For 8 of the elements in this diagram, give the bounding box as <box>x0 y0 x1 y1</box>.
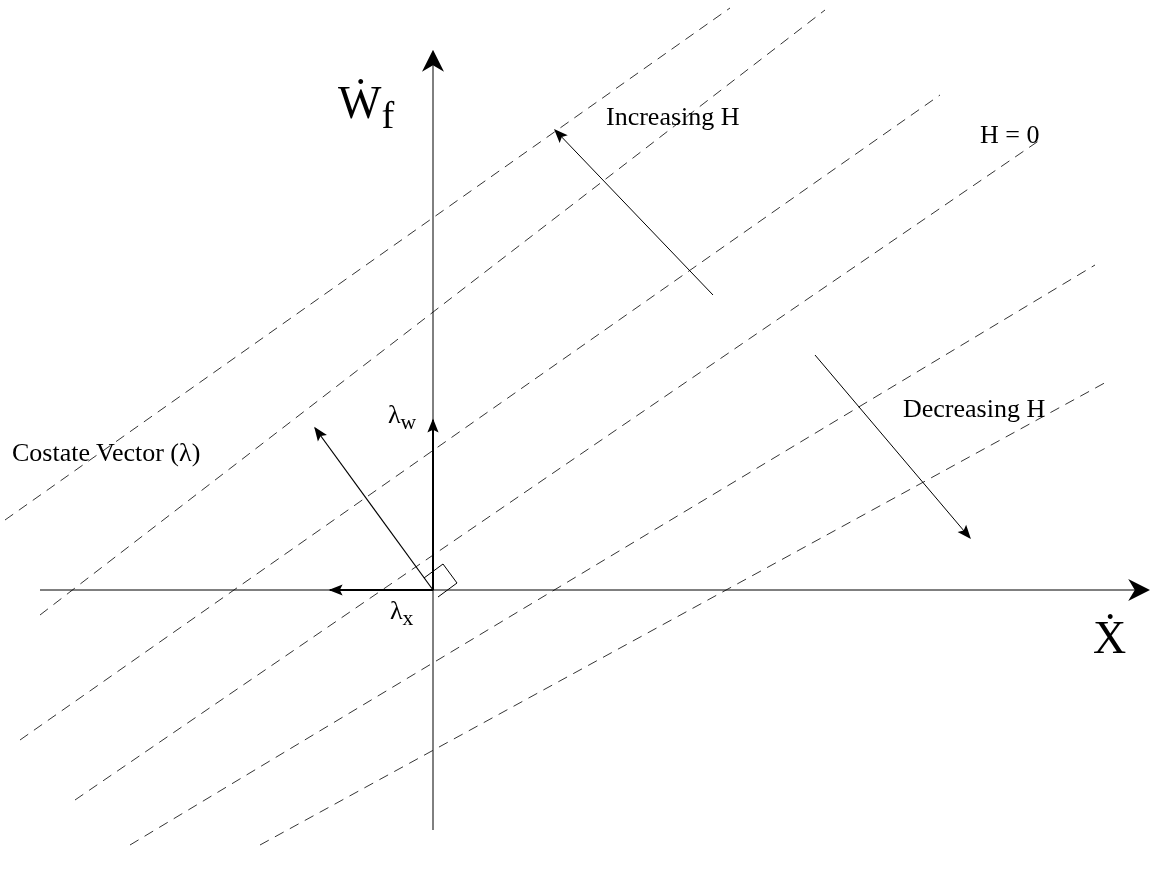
annotation-text: Increasing H <box>606 104 740 130</box>
annotation-text: Decreasing H <box>903 396 1046 422</box>
vector-label: λ$_{x}$ <box>390 598 414 630</box>
annotation-text: H = 0 <box>980 122 1040 148</box>
axis-label: Ẇ$_{f}$ <box>338 80 395 135</box>
vector-label: λ$_{w}$ <box>388 402 417 434</box>
axis-label: Ẋ <box>1093 615 1127 661</box>
vector-label: Costate Vector (λ) <box>12 440 201 466</box>
